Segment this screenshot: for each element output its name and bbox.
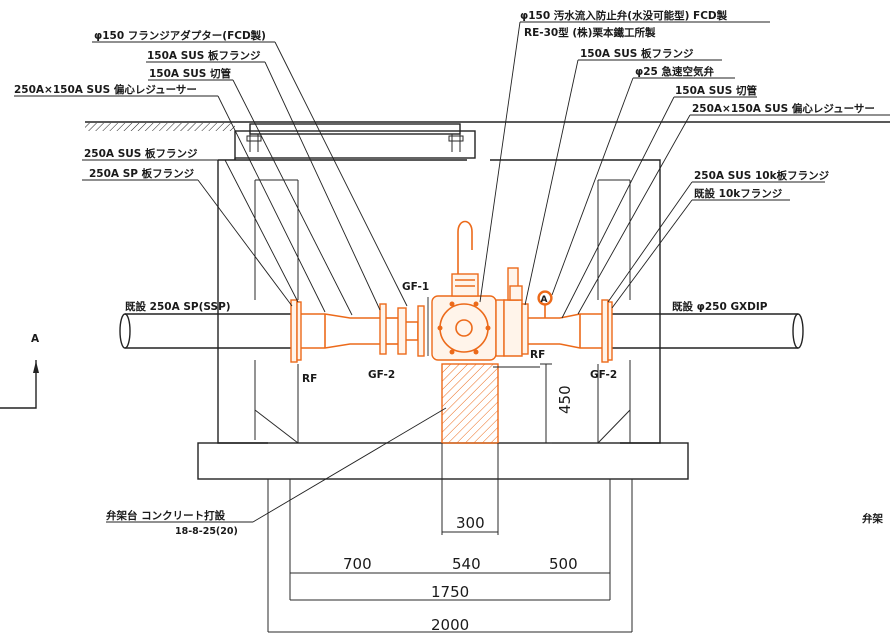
- label-existing-pipe-left: 既設 250A SP(SSP): [125, 300, 231, 313]
- label-check-valve-maker: RE-30型 (株)栗本鐵工所製: [524, 26, 656, 39]
- label-reducer-right: 250A×150A SUS 偏心レジューサー: [692, 102, 875, 115]
- label-sus-pipe-150-right: 150A SUS 切管: [675, 84, 758, 97]
- manhole-cover: [246, 123, 464, 152]
- label-valve-support: 弁架台 コンクリート打設: [106, 509, 226, 522]
- dim-1750: 1750: [431, 583, 469, 601]
- section-mark-text: A: [31, 333, 40, 345]
- ground-surface: [85, 121, 890, 131]
- label-valve-support-code: 18-8-25(20): [175, 526, 238, 537]
- label-existing-10k-flange: 既設 10kフランジ: [694, 187, 783, 200]
- dim-300: 300: [456, 514, 485, 532]
- label-rf-left: RF: [302, 373, 317, 385]
- label-air-valve: φ25 急速空気弁: [635, 65, 714, 78]
- label-gf1: GF-1: [402, 281, 429, 293]
- leader-lines: [14, 21, 890, 523]
- label-sp-flange-250: 250A SP 板フランジ: [89, 167, 195, 180]
- label-check-valve: φ150 汚水流入防止弁(水没可能型) FCD製: [520, 9, 728, 22]
- label-sus-flange-250-left: 250A SUS 板フランジ: [84, 147, 198, 160]
- air-valve-mark-text: A: [541, 295, 548, 305]
- label-sus-flange-150-right: 150A SUS 板フランジ: [580, 47, 694, 60]
- label-existing-pipe-right: 既設 φ250 GXDIP: [672, 300, 768, 313]
- label-right-edge: 弁架: [862, 512, 883, 525]
- label-gf2-right: GF-2: [590, 369, 617, 381]
- valve-support-block: [441, 363, 499, 444]
- dimension-lines: [268, 363, 632, 633]
- label-sus-pipe-150-left: 150A SUS 切管: [149, 67, 232, 80]
- existing-pipe-right: [612, 313, 804, 349]
- new-piping-assembly: [290, 220, 613, 363]
- dim-700: 700: [343, 555, 372, 573]
- label-rf-right: RF: [530, 349, 545, 361]
- label-flange-adapter: φ150 フランジアダプター(FCD製): [94, 29, 266, 42]
- dim-450: 450: [556, 385, 574, 414]
- dim-540: 540: [452, 555, 481, 573]
- air-valve-symbol: [537, 290, 553, 306]
- dim-500: 500: [549, 555, 578, 573]
- label-gf2-left: GF-2: [368, 369, 395, 381]
- dim-2000: 2000: [431, 616, 469, 634]
- label-sus-10k-flange: 250A SUS 10k板フランジ: [694, 169, 830, 182]
- label-reducer-left: 250A×150A SUS 偏心レジューサー: [14, 83, 197, 96]
- existing-pipe-left: [119, 313, 293, 349]
- section-marker: A: [0, 333, 40, 409]
- label-sus-flange-150-left: 150A SUS 板フランジ: [147, 49, 261, 62]
